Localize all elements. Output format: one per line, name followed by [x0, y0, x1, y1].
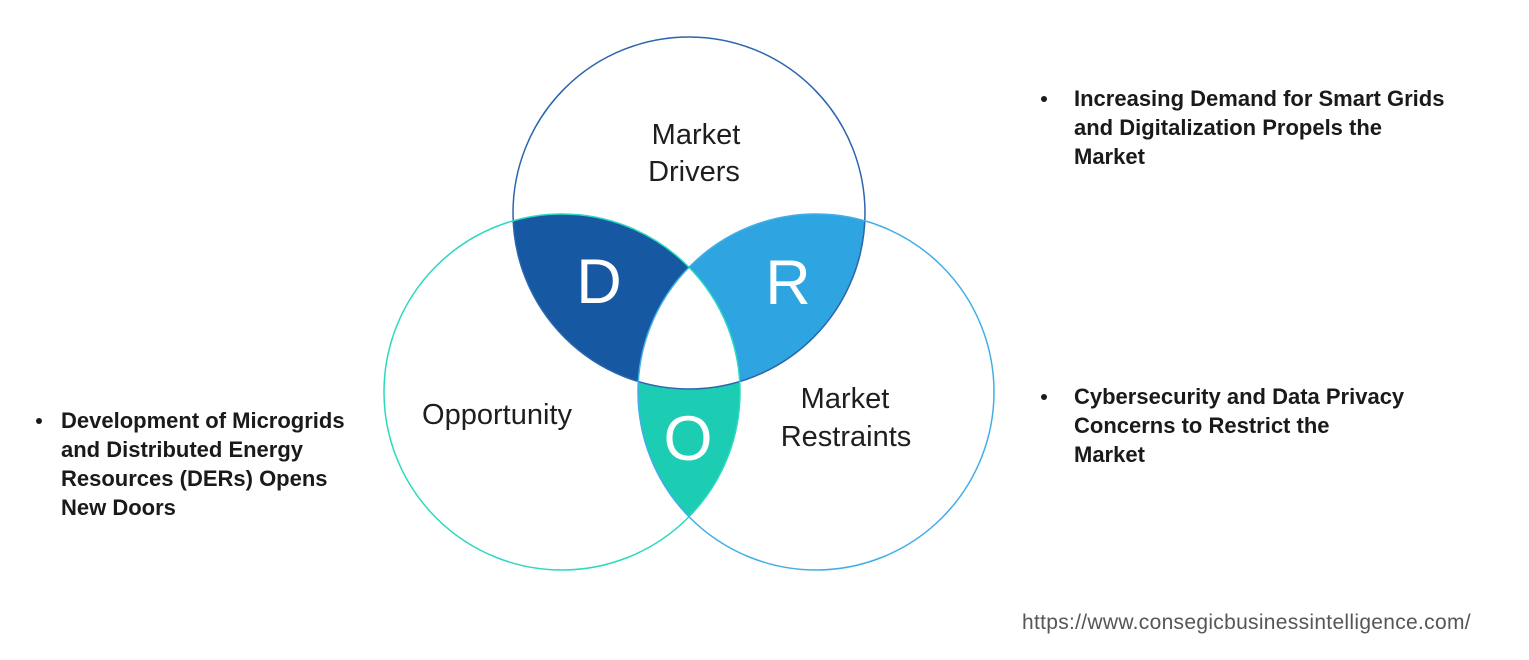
- bullet-dot-icon: [36, 418, 42, 424]
- restraint-bullet-line1: Cybersecurity and Data Privacy: [1074, 384, 1405, 409]
- drivers-restraints-overlap-region: [638, 214, 865, 389]
- venn-circle-opportunity: [383, 213, 741, 571]
- market-drivers-label-line2: Drivers: [648, 156, 740, 188]
- restraint-bullet-line2: Concerns to Restrict the: [1074, 413, 1330, 438]
- source-url-link[interactable]: https://www.consegicbusinessintelligence…: [1022, 611, 1471, 634]
- driver-bullet-text: Increasing Demand for Smart Grids and Di…: [1074, 84, 1444, 171]
- restraints-overlap-letter: R: [765, 248, 811, 318]
- bullet-dot-icon: [1041, 394, 1047, 400]
- restraint-bullet-text: Cybersecurity and Data Privacy Concerns …: [1074, 382, 1404, 469]
- opportunity-bullet-line1: Development of Microgrids: [61, 408, 345, 433]
- opportunity-bullet-text: Development of Microgrids and Distribute…: [61, 406, 345, 522]
- driver-bullet-line2: and Digitalization Propels the: [1074, 115, 1383, 140]
- opportunity-bullet-line3: Resources (DERs) Opens: [61, 466, 328, 491]
- bullet-dot-icon: [1041, 96, 1047, 102]
- driver-bullet-line3: Market: [1074, 144, 1145, 169]
- restraint-bullet-item: Cybersecurity and Data Privacy Concerns …: [1041, 382, 1404, 469]
- opportunity-overlap-letter: O: [663, 404, 712, 474]
- market-restraints-label-line1: Market: [801, 383, 890, 415]
- drivers-opportunity-overlap-region: [513, 214, 740, 389]
- venn-circle-market-drivers: [512, 36, 866, 390]
- driver-bullet-item: Increasing Demand for Smart Grids and Di…: [1041, 84, 1444, 171]
- opportunity-bullet-item: Development of Microgrids and Distribute…: [36, 406, 345, 522]
- market-restraints-label-line2: Restraints: [781, 421, 912, 453]
- market-drivers-label-line1: Market: [652, 119, 741, 151]
- drivers-overlap-letter: D: [576, 247, 622, 317]
- restraint-bullet-line3: Market: [1074, 442, 1145, 467]
- opportunity-label: Opportunity: [422, 399, 572, 431]
- venn-circle-market-restraints: [637, 213, 995, 571]
- opportunity-bullet-line4: New Doors: [61, 495, 176, 520]
- opportunity-bullet-line2: and Distributed Energy: [61, 437, 304, 462]
- driver-bullet-line1: Increasing Demand for Smart Grids: [1074, 86, 1445, 111]
